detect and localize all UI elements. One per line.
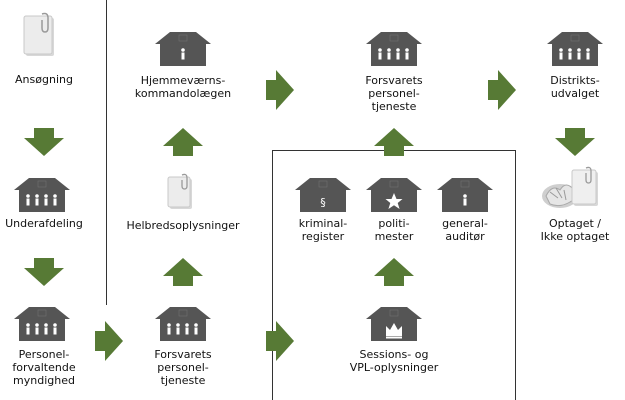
arrow-down-icon [555,128,595,156]
arrow-up-icon [163,128,203,156]
node-label: general- auditør [442,217,488,243]
node-label: Ansøgning [15,73,73,86]
house-people-icon [14,178,70,212]
node-label: Distrikts- udvalget [550,74,600,100]
house-crown-icon [366,307,422,341]
arrow-up-icon [163,258,203,286]
node-label: Forsvarets personel- tjeneste [154,348,212,387]
house-star-icon [366,178,422,212]
arrow-down-icon [24,128,64,156]
house-people-icon [155,307,211,341]
node-label: Underafdeling [5,217,83,230]
arrow-right-icon [488,70,516,110]
node-label: Forsvarets personel- tjeneste [365,74,423,113]
bracket-left-vertical [272,150,273,400]
node-label: kriminal- register [298,217,348,243]
bracket-right-vertical [515,150,516,400]
arrow-up-icon [374,128,414,156]
document-icon [23,12,54,56]
node-label: Helbredsoplysninger [126,219,240,232]
house-person-icon [155,32,211,66]
house-people-icon [366,32,422,66]
documents-stack-icon [542,166,598,208]
svg-text:§: § [320,196,326,209]
house-paragraph-icon: § [295,178,351,212]
node-label: politi- mester [374,217,414,243]
arrow-down-icon [24,258,64,286]
house-people-icon [547,32,603,66]
arrow-right-icon [266,321,294,361]
node-label: Optaget / Ikke optaget [540,217,610,243]
arrow-up-icon [374,258,414,286]
document-icon [167,173,192,209]
node-label: Sessions- og VPL-oplysninger [349,348,439,374]
house-person-icon [437,178,493,212]
node-label: Personel- forvaltende myndighed [12,348,76,387]
house-people-icon [14,307,70,341]
divider-vertical-left [106,0,107,305]
arrow-right-icon [95,321,123,361]
node-label: Hjemmeværns- kommandolægen [134,74,232,100]
arrow-right-icon [266,70,294,110]
